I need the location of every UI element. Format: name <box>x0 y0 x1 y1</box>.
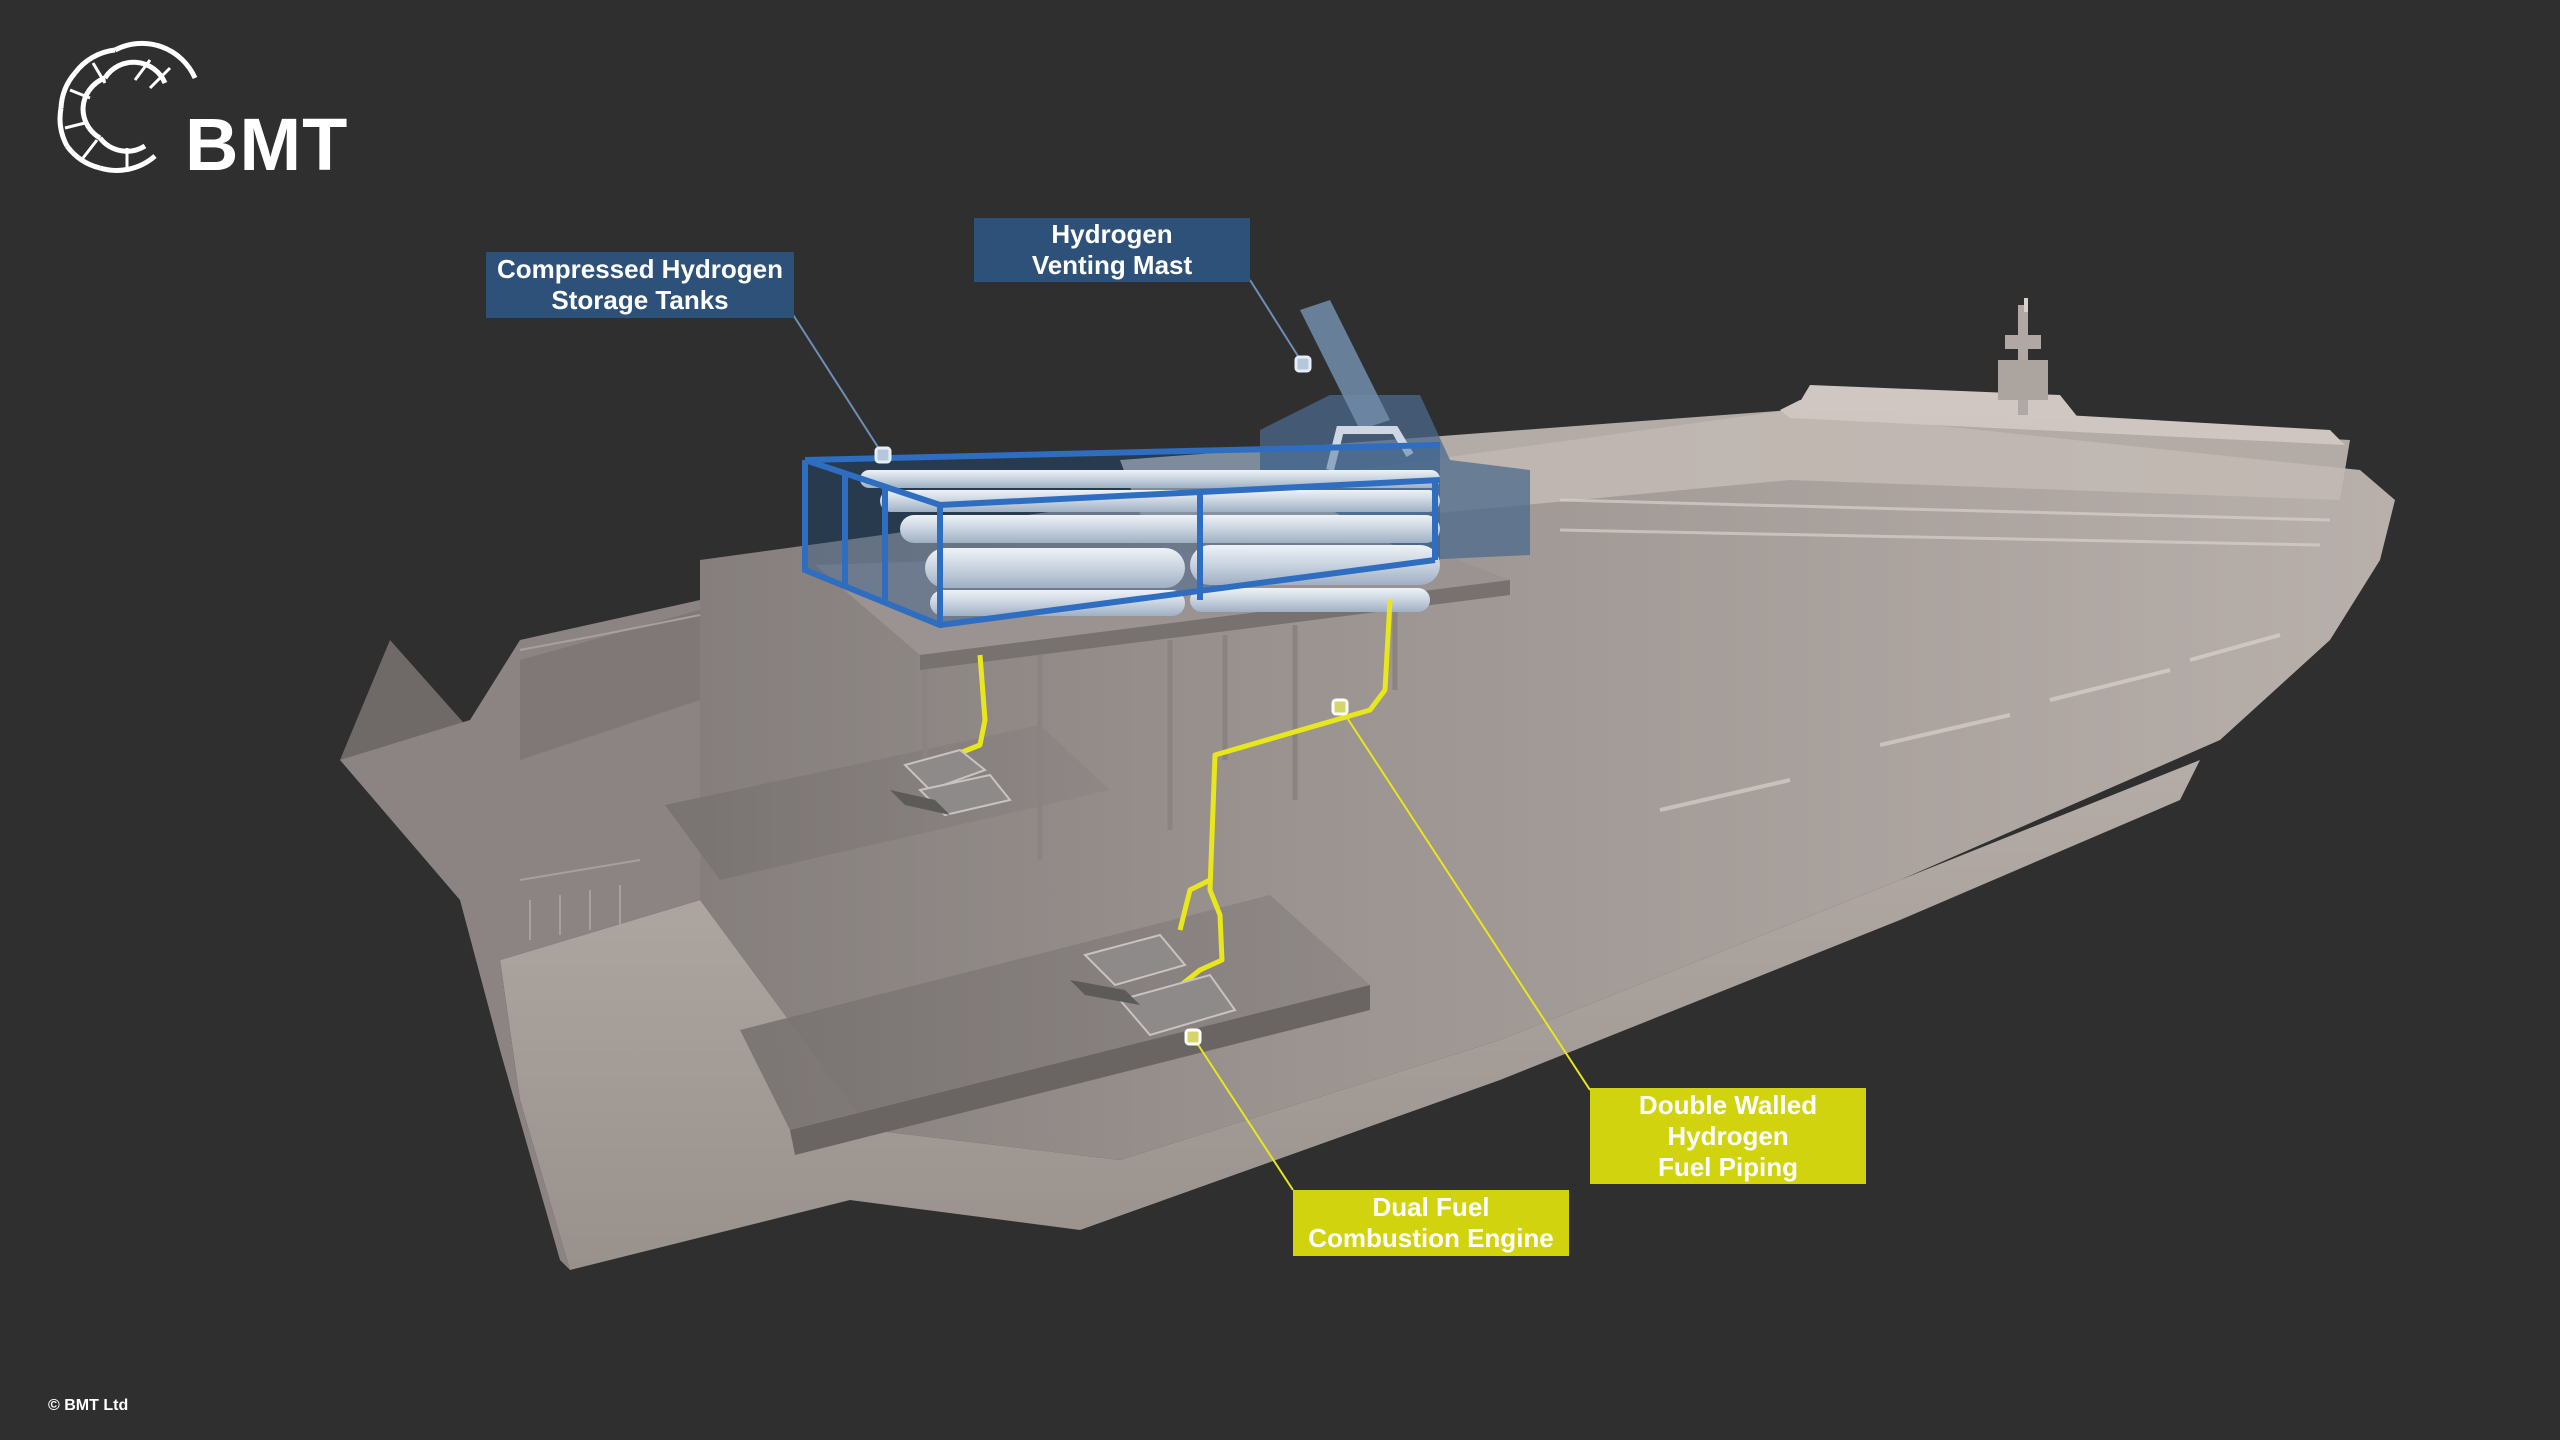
engines <box>903 748 1237 1037</box>
storage-tanks-line-1: Compressed Hydrogen <box>496 254 784 284</box>
venting-mast-line-1: Hydrogen <box>1051 219 1173 249</box>
window-rows <box>1559 498 2331 547</box>
venting-mast-line-2: Venting Mast <box>1031 250 1193 280</box>
upper-engine-deck <box>665 725 1110 880</box>
fuel-piping-line-1: Double Walled <box>1638 1089 1818 1120</box>
engine-callout: Dual Fuel Combustion Engine <box>1293 1190 1569 1256</box>
lower-engine-deck <box>740 895 1370 1130</box>
railings <box>519 614 701 940</box>
support-columns <box>922 610 1398 860</box>
ship-mast <box>1998 298 2048 415</box>
storage-tanks-line-2: Storage Tanks <box>551 285 729 315</box>
leader-dots <box>874 355 1349 1046</box>
brand-name: BMT <box>185 103 349 186</box>
bmt-logo: BMT <box>55 38 375 182</box>
hull-lower-body <box>500 760 2200 1270</box>
copyright-notice: © BMT Ltd <box>48 1397 129 1414</box>
bow-structure <box>340 600 700 1270</box>
vent-mast <box>1300 300 1390 430</box>
bmt-emblem-icon <box>57 40 198 173</box>
engine-line-2: Combustion Engine <box>1308 1223 1554 1253</box>
storage-tanks-callout: Compressed Hydrogen Storage Tanks <box>486 252 794 318</box>
fuel-piping-line-2: Hydrogen <box>1667 1120 1789 1151</box>
venting-mast-callout: Hydrogen Venting Mast <box>974 218 1250 282</box>
fuel-piping-line-3: Fuel Piping <box>1657 1151 1799 1182</box>
leader-lines <box>789 279 1591 1191</box>
hull-markings <box>1659 633 2281 812</box>
engine-line-1: Dual Fuel <box>1372 1192 1490 1222</box>
fuel-piping-callout: Double Walled Hydrogen Fuel Piping <box>1590 1088 1866 1184</box>
storage-tank-rack <box>802 442 1441 629</box>
